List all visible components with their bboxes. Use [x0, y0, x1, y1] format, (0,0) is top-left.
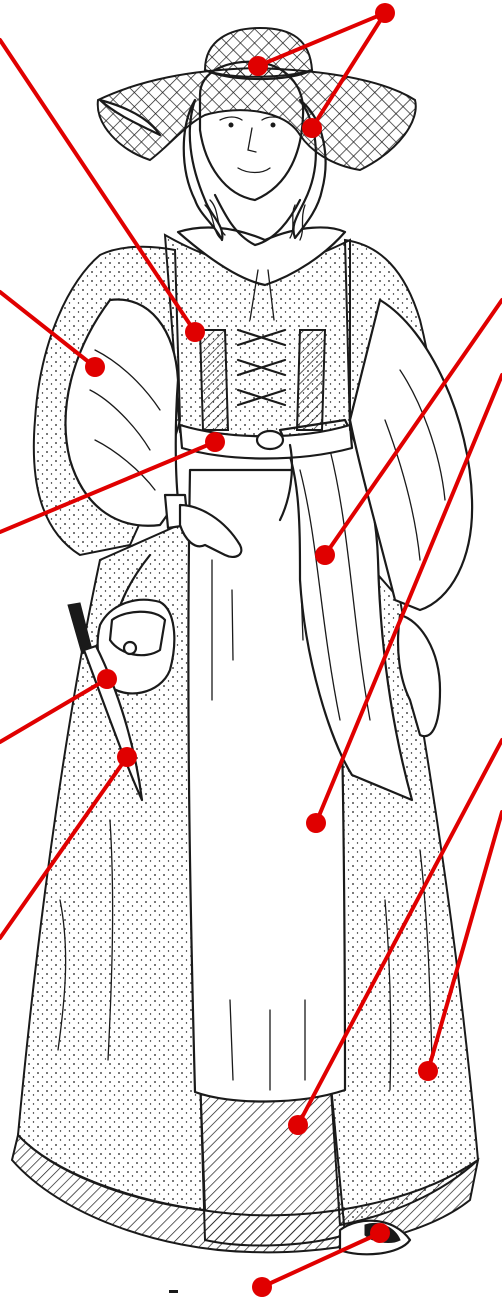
callout-dot-sleeve — [85, 357, 105, 377]
callout-dot-knife — [117, 747, 137, 767]
callout-end-dot-shoe — [252, 1277, 272, 1297]
callout-dot-hat — [248, 56, 268, 76]
callout-dot-bodice — [185, 322, 205, 342]
callout-dot-apron — [306, 813, 326, 833]
callout-dot-hair — [302, 118, 322, 138]
callout-dot-pouch — [97, 669, 117, 689]
stray-ink-mark — [169, 1290, 178, 1293]
callout-dot-underskirt — [288, 1115, 308, 1135]
callout-dot-sash — [315, 545, 335, 565]
callout-dot-shoe — [370, 1223, 390, 1243]
callout-dot-belt — [205, 432, 225, 452]
callout-dot-overskirt — [418, 1061, 438, 1081]
